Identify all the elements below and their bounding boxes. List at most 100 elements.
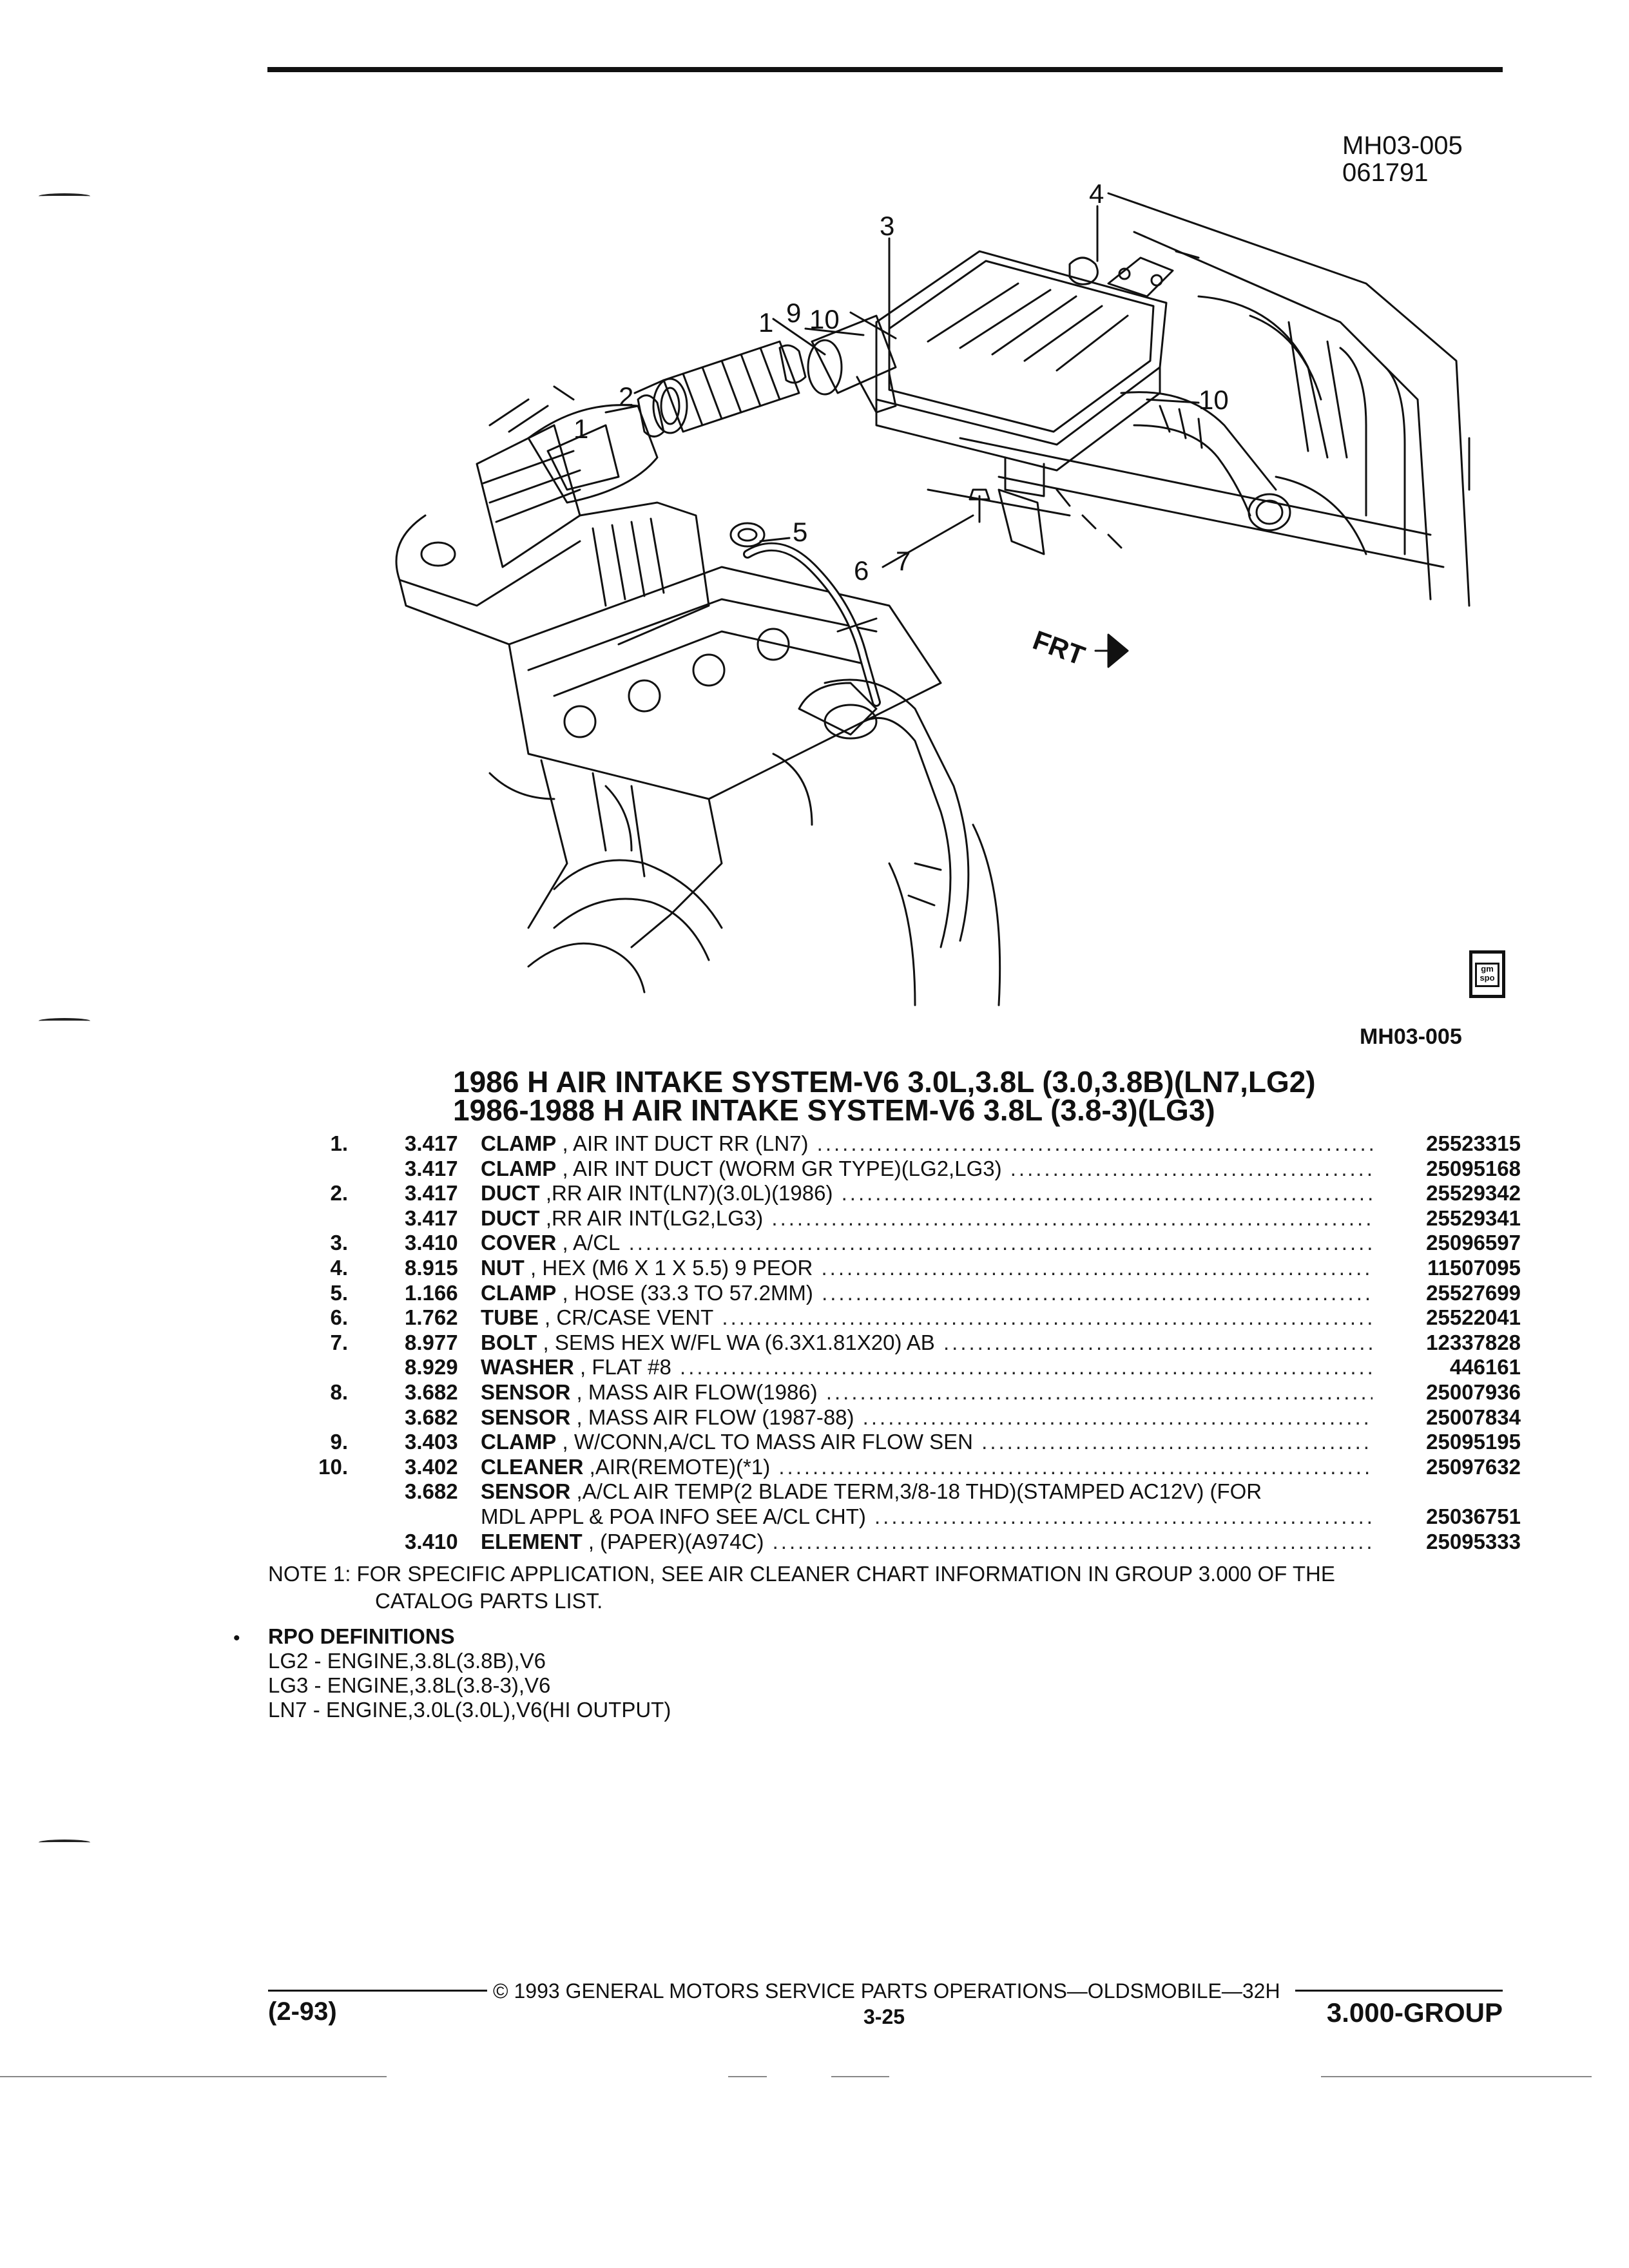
figure-caption: MH03-005 <box>1360 1024 1462 1049</box>
part-detail: ,RR AIR INT(LN7)(3.0L)(1986) <box>539 1181 833 1206</box>
part-group-number: 3.417 <box>405 1206 458 1230</box>
part-description: MDL APPL & POA INFO SEE A/CL CHT) ......… <box>481 1504 1373 1529</box>
note-line-1: NOTE 1: FOR SPECIFIC APPLICATION, SEE AI… <box>268 1562 1335 1586</box>
part-name: WASHER <box>481 1355 574 1379</box>
part-detail: , W/CONN,A/CL TO MASS AIR FLOW SEN <box>556 1430 973 1454</box>
leader-dots: ........................................… <box>620 1231 1373 1255</box>
part-detail: , AIR INT DUCT RR (LN7) <box>556 1131 809 1155</box>
part-name: CLAMP <box>481 1430 557 1454</box>
part-callout-number: 1. <box>330 1131 348 1155</box>
application-note: NOTE 1: FOR SPECIFIC APPLICATION, SEE AI… <box>268 1561 1335 1615</box>
callout-1-lower: 1 <box>574 414 588 444</box>
top-rule <box>267 67 1503 72</box>
part-detail: , HOSE (33.3 TO 57.2MM) <box>556 1280 813 1305</box>
part-group-number: 3.410 <box>405 1231 458 1255</box>
part-name: SENSOR <box>481 1405 571 1429</box>
callout-3: 3 <box>880 211 894 241</box>
part-description: CLAMP , AIR INT DUCT (WORM GR TYPE)(LG2,… <box>481 1157 1373 1181</box>
part-number: 25007936 <box>1426 1379 1521 1404</box>
footer-rule-right <box>1295 1990 1503 1992</box>
part-description: CLAMP , W/CONN,A/CL TO MASS AIR FLOW SEN… <box>481 1430 1373 1454</box>
part-name: ELEMENT <box>481 1529 583 1553</box>
part-number: 25036751 <box>1426 1504 1521 1528</box>
part-detail: , A/CL <box>556 1231 621 1255</box>
part-number: 25095168 <box>1426 1156 1521 1180</box>
part-description: CLAMP , AIR INT DUCT RR (LN7) ..........… <box>481 1131 1373 1156</box>
leader-dots: ........................................… <box>822 1280 1373 1305</box>
part-name: CLAMP <box>481 1156 557 1180</box>
part-description: BOLT , SEMS HEX W/FL WA (6.3X1.81X20) AB… <box>481 1331 1373 1355</box>
diagram-callouts: 4 3 1 9 10 2 1 10 5 6 7 FRT <box>574 178 1229 671</box>
part-description: DUCT ,RR AIR INT(LG2,LG3) ..............… <box>481 1206 1373 1231</box>
part-group-number: 3.682 <box>405 1405 458 1429</box>
part-detail: , (PAPER)(A974C) <box>582 1529 764 1553</box>
part-name: CLEANER <box>481 1454 584 1479</box>
part-number: 25096597 <box>1426 1231 1521 1255</box>
part-row: 3.417 DUCT ,RR AIR INT(LG2,LG3) .........… <box>309 1206 1521 1231</box>
part-detail: , AIR INT DUCT (WORM GR TYPE)(LG2,LG3) <box>556 1156 1002 1180</box>
part-name: BOLT <box>481 1330 537 1354</box>
part-description: SENSOR , MASS AIR FLOW(1986) ...........… <box>481 1380 1373 1405</box>
leader-dots: ........................................… <box>874 1504 1373 1528</box>
part-group-number: 3.417 <box>405 1131 458 1155</box>
part-number: 25007834 <box>1426 1405 1521 1429</box>
callout-4: 4 <box>1089 178 1104 209</box>
margin-mark <box>39 1018 90 1024</box>
part-detail: , MASS AIR FLOW (1987-88) <box>570 1405 854 1429</box>
part-number: 25529342 <box>1426 1181 1521 1206</box>
part-detail: MDL APPL & POA INFO SEE A/CL CHT) <box>481 1504 866 1528</box>
part-group-number: 8.929 <box>405 1355 458 1379</box>
leader-dots: ........................................… <box>680 1355 1373 1379</box>
scan-artifact <box>831 2076 889 2077</box>
part-detail: , FLAT #8 <box>574 1355 671 1379</box>
leader-dots: ........................................… <box>862 1405 1373 1429</box>
part-detail: , SEMS HEX W/FL WA (6.3X1.81X20) AB <box>537 1330 935 1354</box>
part-group-number: 1.166 <box>405 1280 458 1305</box>
part-description: COVER , A/CL ...........................… <box>481 1231 1373 1255</box>
part-detail: , MASS AIR FLOW(1986) <box>570 1379 818 1404</box>
leader-dots: ........................................… <box>825 1379 1373 1404</box>
part-number: 25095195 <box>1426 1430 1521 1454</box>
part-callout-number: 3. <box>330 1231 348 1255</box>
part-callout-number: 2. <box>330 1181 348 1206</box>
part-name: SENSOR <box>481 1379 571 1404</box>
part-callout-number: 10. <box>318 1454 348 1479</box>
part-callout-number: 9. <box>330 1430 348 1454</box>
part-description: WASHER , FLAT #8 .......................… <box>481 1355 1373 1379</box>
leader-dots: ........................................… <box>821 1255 1373 1280</box>
leader-dots: ........................................… <box>943 1330 1373 1354</box>
figure-code-block: MH03-005 061791 <box>1342 132 1463 186</box>
callout-6: 6 <box>854 555 869 586</box>
part-row: 3.682 SENSOR , MASS AIR FLOW (1987-88) ..… <box>309 1405 1521 1430</box>
part-group-number: 3.410 <box>405 1529 458 1553</box>
part-description: CLAMP , HOSE (33.3 TO 57.2MM) ..........… <box>481 1281 1373 1305</box>
callout-8: 9 <box>786 298 801 328</box>
part-name: COVER <box>481 1231 557 1255</box>
section-title-1: 1986 H AIR INTAKE SYSTEM-V6 3.0L,3.8L (3… <box>453 1065 1316 1099</box>
part-number: 25095333 <box>1426 1529 1521 1553</box>
callout-1-upper: 1 <box>758 307 773 338</box>
part-callout-number: 8. <box>330 1379 348 1404</box>
part-name: CLAMP <box>481 1131 557 1155</box>
footer-rule-left <box>268 1990 487 1992</box>
callout-2: 2 <box>619 381 633 412</box>
part-row: 8.929 WASHER , FLAT #8 ..................… <box>309 1355 1521 1380</box>
leader-dots: ........................................… <box>771 1206 1373 1230</box>
badge-line1: gm <box>1481 964 1494 974</box>
callout-5: 5 <box>793 517 807 547</box>
part-callout-number: 4. <box>330 1255 348 1280</box>
leader-dots: ........................................… <box>722 1305 1373 1330</box>
part-row: 1. 3.417 CLAMP , AIR INT DUCT RR (LN7) ...… <box>309 1131 1521 1157</box>
part-description: SENSOR , MASS AIR FLOW (1987-88) .......… <box>481 1405 1373 1430</box>
part-number: 12337828 <box>1426 1330 1521 1354</box>
part-name: NUT <box>481 1255 525 1280</box>
part-detail: ,RR AIR INT(LG2,LG3) <box>539 1206 764 1230</box>
footer-group-code: 3.000-GROUP <box>1326 1997 1503 2028</box>
part-detail: , CR/CASE VENT <box>538 1305 714 1330</box>
figure-code: MH03-005 <box>1342 131 1463 160</box>
leader-dots: ........................................… <box>778 1454 1373 1479</box>
